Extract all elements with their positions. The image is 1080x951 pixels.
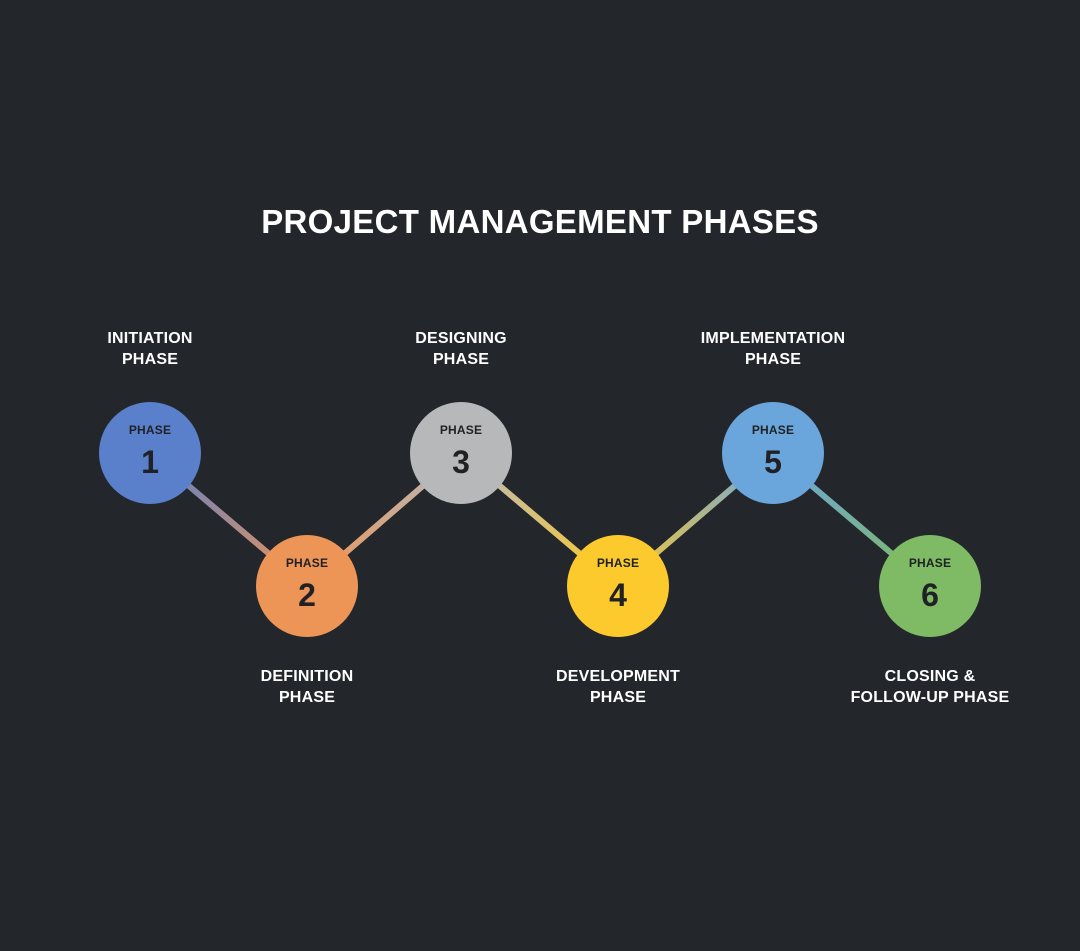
phase-4-prefix: PHASE: [596, 556, 640, 570]
diagram-title: PROJECT MANAGEMENT PHASES: [261, 203, 819, 240]
phase-3-number: 3: [452, 444, 470, 480]
phase-1-label-line-2: PHASE: [121, 351, 179, 368]
phase-1-prefix: PHASE: [128, 423, 172, 437]
phase-2-circle: PHASE 2: [256, 535, 358, 637]
phase-4-number: 4: [609, 577, 627, 613]
phase-1-label: INITIATION PHASE: [40, 328, 260, 370]
phase-2-label-line-1: DEFINITION: [260, 668, 354, 685]
phase-6-label-line-1: CLOSING &: [884, 668, 976, 685]
phase-3-label-line-1: DESIGNING: [415, 330, 507, 347]
phase-5-number: 5: [764, 444, 782, 480]
phase-4-label-line-2: PHASE: [589, 689, 647, 706]
phase-5-circle: PHASE 5: [722, 402, 824, 504]
phase-3-label: DESIGNING PHASE: [351, 328, 571, 370]
phase-4-label-line-1: DEVELOPMENT: [556, 668, 680, 685]
phase-6-label-line-2: FOLLOW-UP PHASE: [850, 689, 1010, 706]
phase-5-label: IMPLEMENTATION PHASE: [663, 328, 883, 370]
phase-6-prefix: PHASE: [908, 556, 952, 570]
phase-1-circle: PHASE 1: [99, 402, 201, 504]
phase-4-circle: PHASE 4: [567, 535, 669, 637]
phase-1-number: 1: [141, 444, 159, 480]
phase-6-circle: PHASE 6: [879, 535, 981, 637]
phase-2-number: 2: [298, 577, 316, 613]
phase-5-label-line-1: IMPLEMENTATION: [700, 330, 846, 347]
phase-5-label-line-2: PHASE: [744, 351, 802, 368]
phase-3-label-line-2: PHASE: [432, 351, 490, 368]
phase-1-label-line-1: INITIATION: [107, 330, 193, 347]
phase-2-label: DEFINITION PHASE: [197, 666, 417, 708]
phase-3-circle: PHASE 3: [410, 402, 512, 504]
phase-6-label: CLOSING & FOLLOW-UP PHASE: [820, 666, 1040, 708]
phase-6-number: 6: [921, 577, 939, 613]
phase-4-label: DEVELOPMENT PHASE: [508, 666, 728, 708]
phase-2-prefix: PHASE: [285, 556, 329, 570]
phase-3-prefix: PHASE: [439, 423, 483, 437]
phase-5-prefix: PHASE: [751, 423, 795, 437]
phase-2-label-line-2: PHASE: [278, 689, 336, 706]
